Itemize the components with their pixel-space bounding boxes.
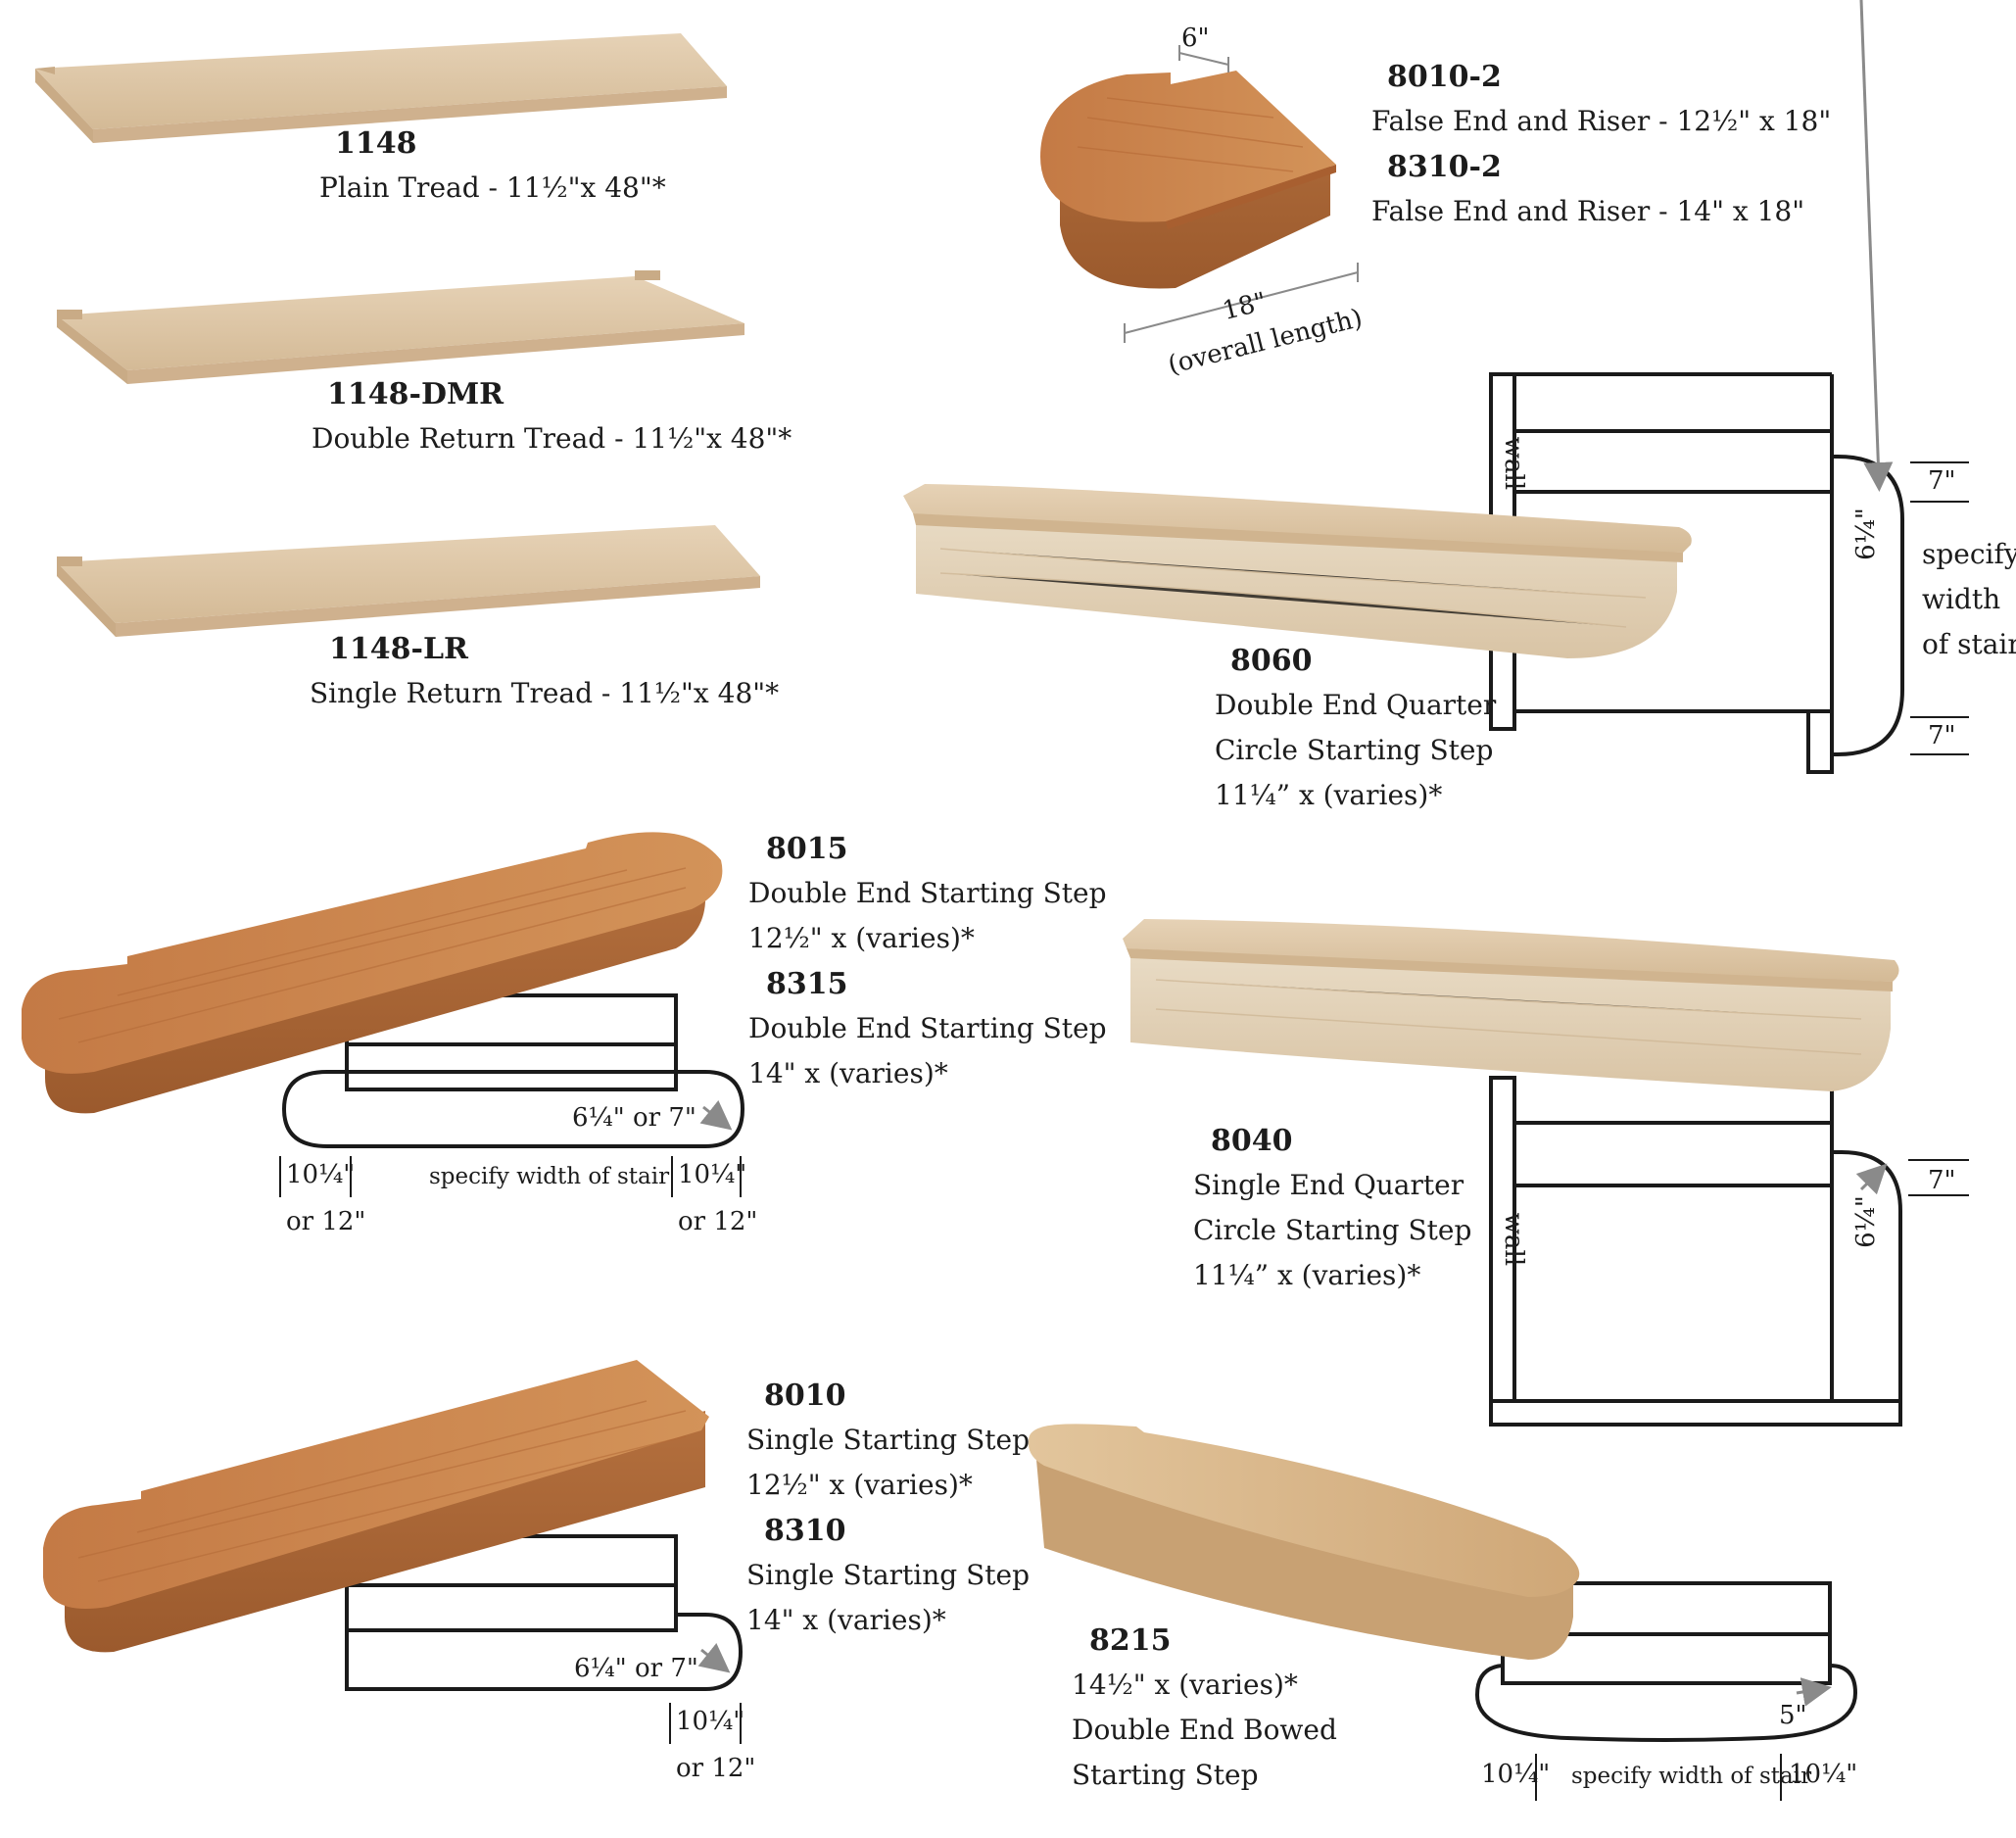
product-desc-8015-line1: Double End Starting Step	[748, 877, 1107, 909]
product-desc-8060-line2: Circle Starting Step	[1215, 734, 1494, 766]
dim-8060-top: 7"	[1928, 466, 1956, 496]
product-desc-8310-line2: 14" x (varies)*	[746, 1604, 946, 1636]
dim-8060-side: 6¼"	[1850, 508, 1881, 560]
tread-1148-dmr-illustration	[57, 270, 744, 384]
product-code-8215: 8215	[1089, 1623, 1172, 1658]
label-wall-8060: wall	[1499, 436, 1529, 491]
dim-8015-specify: specify width of stair	[429, 1164, 670, 1189]
dim-8015-radius: 6¼" or 7"	[572, 1103, 696, 1133]
product-desc-8040-line3: 11¼” x (varies)*	[1193, 1259, 1421, 1291]
product-code-8010-2: 8010-2	[1387, 60, 1502, 94]
product-desc-8215-line1: 14½" x (varies)*	[1072, 1669, 1298, 1701]
product-desc-8040-line2: Circle Starting Step	[1193, 1214, 1472, 1246]
dim-8015-left: 10¼"	[286, 1160, 356, 1189]
dim-8010-radius: 6¼" or 7"	[574, 1654, 698, 1683]
dim-8015-right-alt: or 12"	[678, 1207, 758, 1236]
product-desc-8010-line1: Single Starting Step	[746, 1424, 1031, 1456]
dim-8015-right: 10¼"	[678, 1160, 747, 1189]
step-8015-illustration	[22, 832, 723, 1114]
step-8010-illustration	[43, 1360, 709, 1653]
product-desc-8060-line3: 11¼” x (varies)*	[1215, 779, 1443, 811]
product-code-8040: 8040	[1211, 1124, 1293, 1158]
product-desc-8010-2: False End and Riser - 12½" x 18"	[1371, 105, 1832, 137]
false-end-riser-illustration	[1040, 45, 1359, 343]
tread-1148-illustration	[35, 33, 727, 143]
product-desc-8215-line2: Double End Bowed	[1072, 1714, 1337, 1746]
product-code-1148-dmr: 1148-DMR	[327, 377, 504, 411]
dim-false-end-width: 6"	[1181, 24, 1210, 53]
dim-8010-right-alt: or 12"	[676, 1754, 756, 1783]
product-desc-8315-line2: 14" x (varies)*	[748, 1057, 948, 1089]
product-code-8315: 8315	[766, 967, 848, 1001]
diagram-8040	[1489, 1076, 1969, 1427]
dim-8015-left-alt: or 12"	[286, 1207, 366, 1236]
product-code-1148: 1148	[335, 126, 417, 161]
product-desc-8215-line3: Starting Step	[1072, 1759, 1259, 1791]
product-desc-8310-line1: Single Starting Step	[746, 1559, 1031, 1591]
dim-8040-side: 6¼"	[1850, 1195, 1881, 1248]
step-8215-illustration	[1028, 1424, 1580, 1660]
dim-8010-right: 10¼"	[676, 1707, 745, 1736]
dim-8215-left: 10¼"	[1481, 1760, 1551, 1789]
product-desc-8010-line2: 12½" x (varies)*	[746, 1469, 973, 1501]
product-code-1148-lr: 1148-LR	[329, 632, 468, 666]
product-code-8310-2: 8310-2	[1387, 150, 1502, 184]
step-8060-illustration	[903, 484, 1692, 658]
product-code-8010: 8010	[764, 1378, 846, 1413]
dim-8215-specify: specify width of stair	[1571, 1764, 1812, 1789]
product-desc-1148-lr: Single Return Tread - 11½"x 48"*	[310, 677, 780, 709]
product-desc-8040-line1: Single End Quarter	[1193, 1169, 1464, 1201]
tread-1148-lr-illustration	[57, 525, 760, 637]
dim-8040-top: 7"	[1928, 1166, 1956, 1195]
dim-8215-right: 10¼"	[1789, 1760, 1858, 1789]
dim-8060-bottom: 7"	[1928, 721, 1956, 750]
product-code-8310: 8310	[764, 1514, 846, 1548]
specify-line3: of stair	[1922, 628, 2016, 660]
product-code-8015: 8015	[766, 832, 848, 866]
specify-line2: width	[1922, 583, 2001, 615]
product-desc-8015-line2: 12½" x (varies)*	[748, 922, 975, 954]
product-code-8060: 8060	[1230, 644, 1313, 678]
product-desc-1148-dmr: Double Return Tread - 11½"x 48"*	[312, 422, 792, 455]
step-8040-illustration	[1123, 919, 1899, 1091]
product-desc-8315-line1: Double End Starting Step	[748, 1012, 1107, 1044]
specify-line1: specify	[1922, 538, 2016, 570]
product-desc-8310-2: False End and Riser - 14" x 18"	[1371, 195, 1805, 227]
diagram-8215	[1474, 1581, 1858, 1801]
label-wall-8040: wall	[1499, 1212, 1529, 1267]
product-desc-1148: Plain Tread - 11½"x 48"*	[319, 171, 666, 204]
product-desc-8060-line1: Double End Quarter	[1215, 689, 1497, 721]
dim-8215-radius: 5"	[1779, 1701, 1807, 1730]
